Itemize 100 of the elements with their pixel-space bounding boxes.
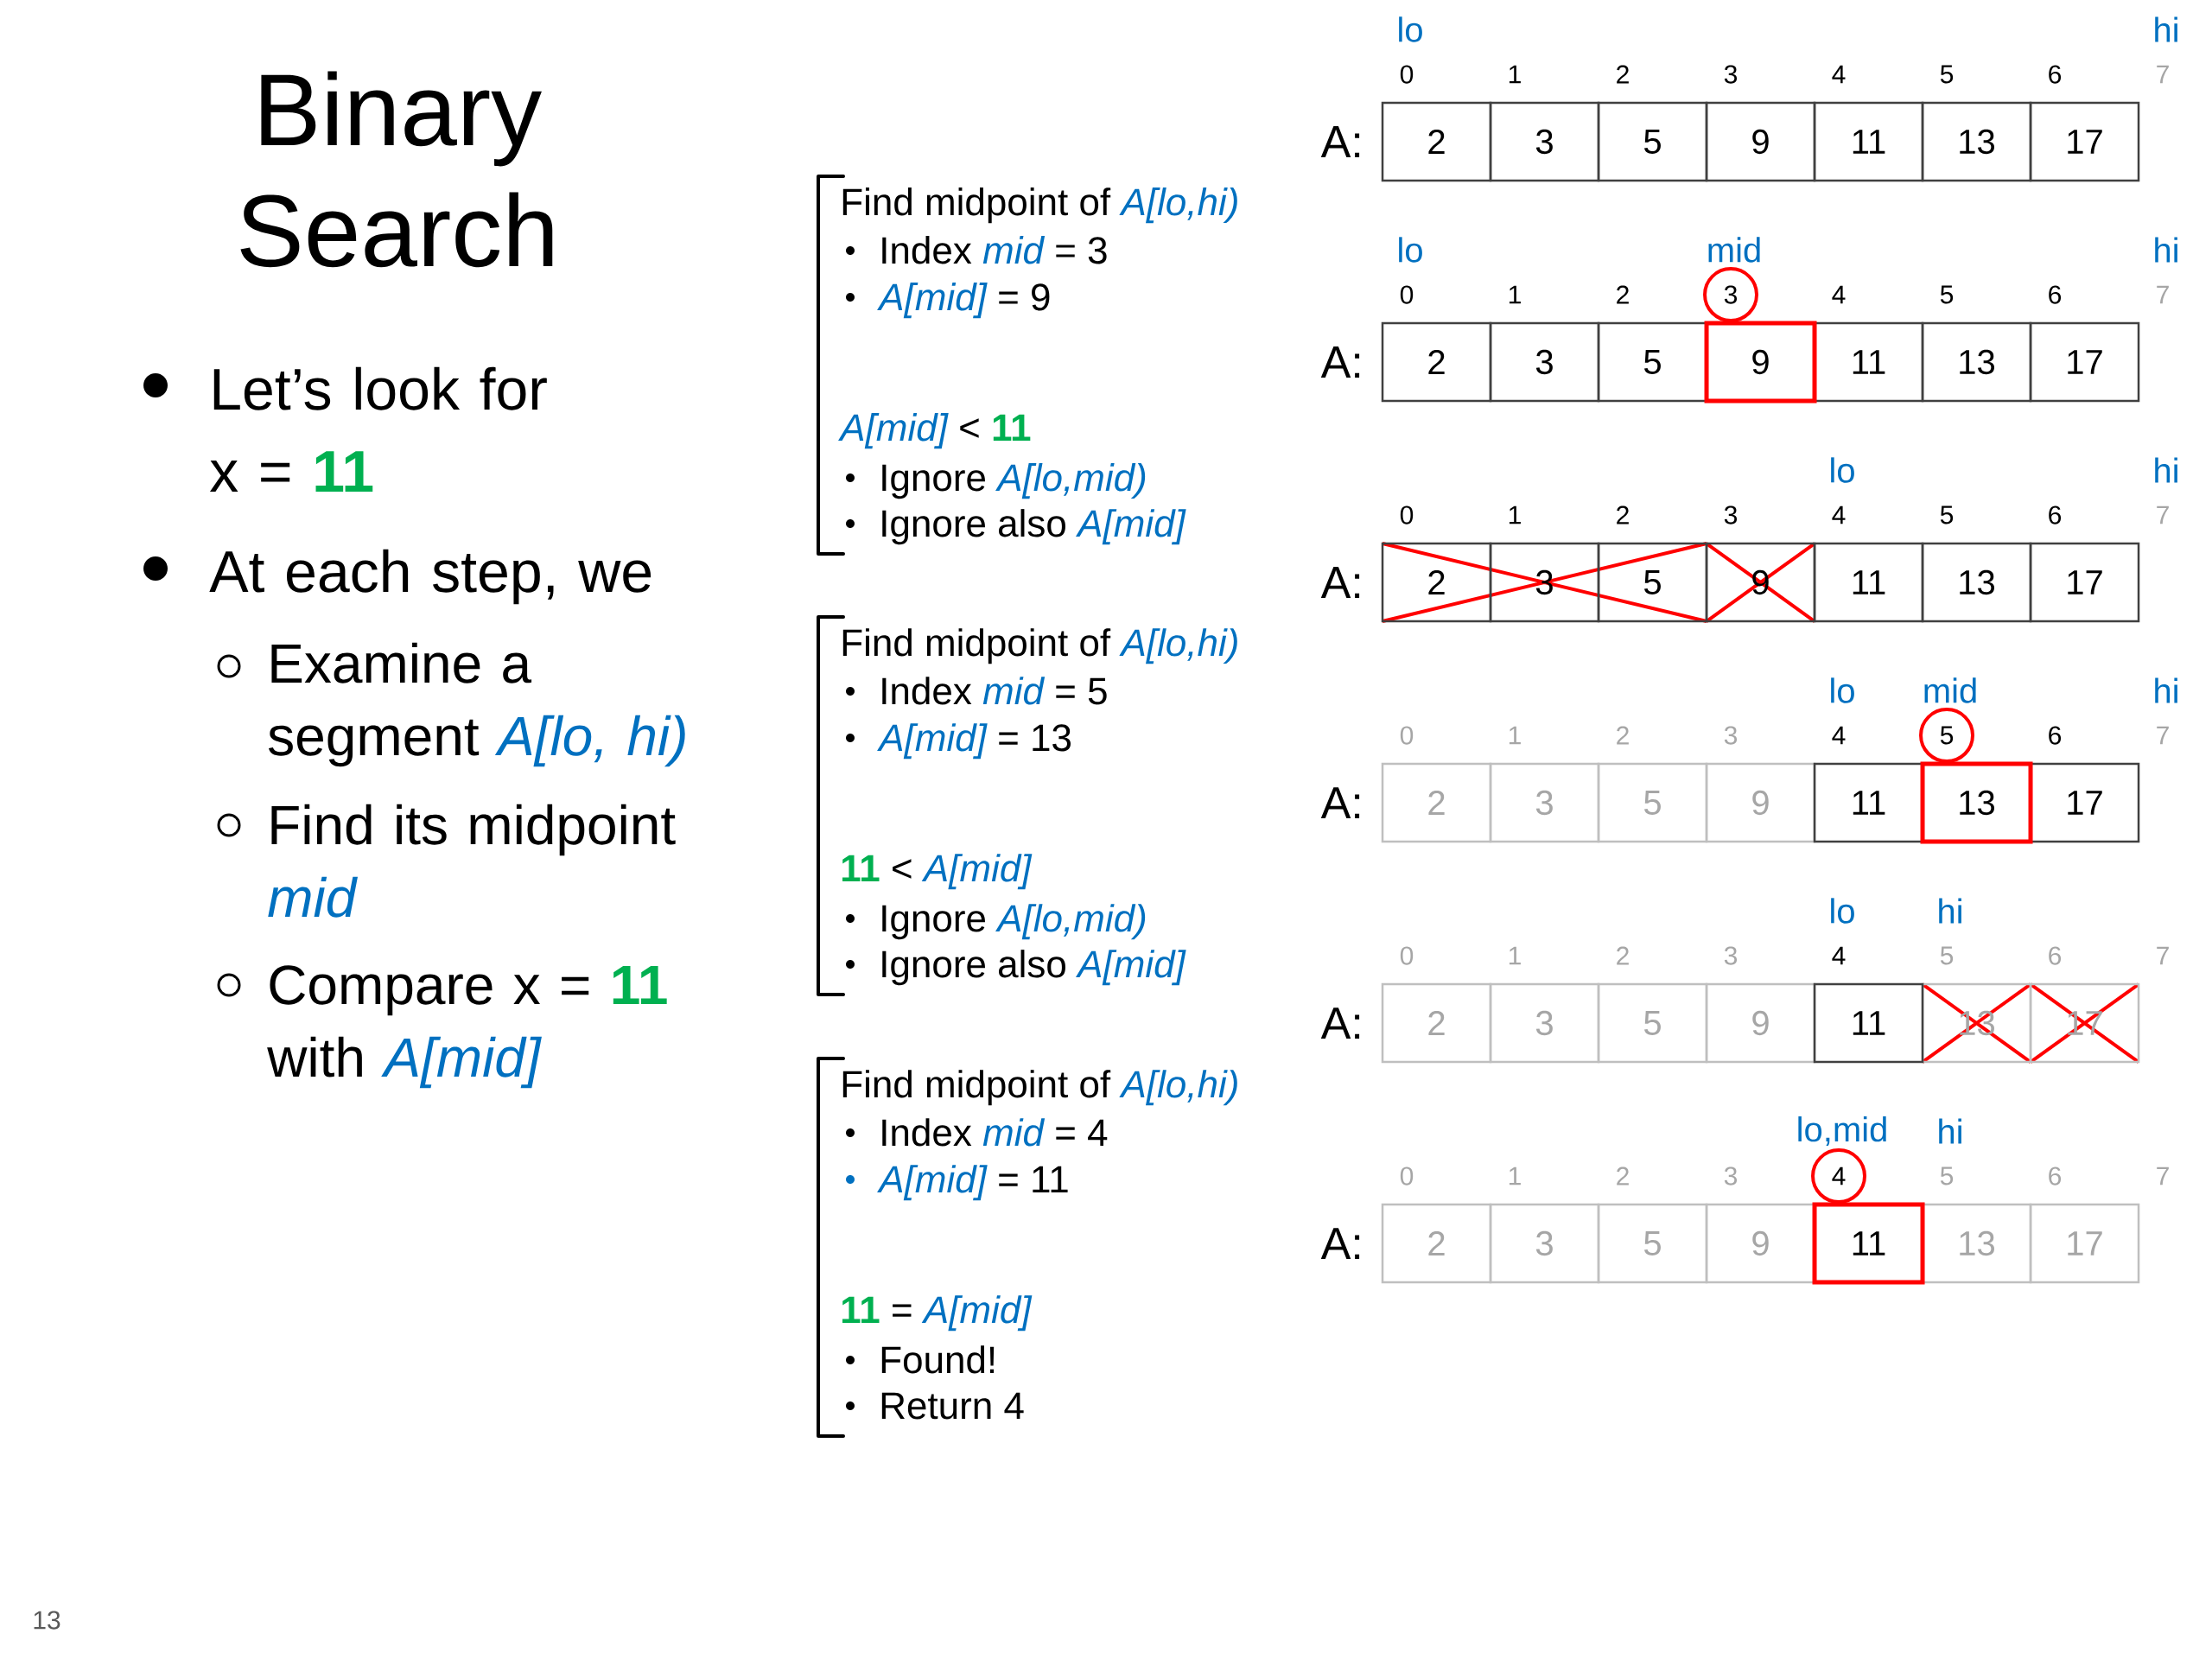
index-label: 6	[2049, 285, 2062, 304]
bullet-text: Found!	[881, 1345, 995, 1374]
index-label: 2	[1617, 1166, 1629, 1185]
array-cell: 11	[1813, 982, 1924, 1064]
index-label: 3	[1724, 505, 1738, 524]
pointer-label: hi	[2155, 677, 2177, 703]
page-number: 13	[34, 1611, 60, 1630]
array-cell: 9	[1705, 982, 1816, 1064]
array-cell: 2	[1381, 101, 1492, 182]
comparison-heading: 11 = A[mid]	[842, 1295, 1033, 1332]
index-label: 6	[2049, 946, 2062, 965]
highlighted-cell: 11	[1812, 1202, 1925, 1285]
bullet-text: Ignore A[lo,mid)	[882, 463, 1146, 499]
pointer-label: lo,mid	[1798, 1116, 1886, 1147]
pointer-label: hi	[1939, 1118, 1961, 1144]
array-label: A:	[1320, 346, 1360, 378]
array-cell: 17	[2029, 101, 2140, 182]
slide-title: Binary Search	[240, 71, 553, 268]
array-label: A:	[1320, 1228, 1360, 1259]
array-cell: 17	[2029, 762, 2140, 843]
array-cell: 3	[1489, 101, 1600, 182]
bullet-text: A[mid] = 9	[877, 283, 1050, 319]
array-cell: 9	[1705, 762, 1816, 843]
index-label: 1	[1509, 1166, 1521, 1185]
comparison-heading: A[mid] < 11	[838, 413, 1031, 449]
array-cell: 2	[1381, 542, 1492, 623]
index-label: 1	[1509, 505, 1521, 524]
array-cell: 13	[1921, 542, 2032, 623]
index-label: 4	[1832, 285, 1846, 304]
index-label: 1	[1509, 726, 1521, 745]
array-cell: 9	[1705, 101, 1816, 182]
index-label: 6	[2049, 726, 2062, 745]
array-cell: 2	[1381, 321, 1492, 403]
index-label: 3	[1724, 726, 1738, 745]
bullet-text: A[mid] = 11	[877, 1165, 1068, 1201]
index-label: 6	[2049, 65, 2062, 84]
array-cell: 11	[1813, 762, 1924, 843]
bullet-text: Index mid = 4	[882, 1118, 1108, 1147]
index-label: 2	[1617, 505, 1629, 524]
comparison-heading: 11 < A[mid]	[842, 854, 1033, 890]
array-cell: 5	[1597, 101, 1708, 182]
pointer-label: hi	[2155, 237, 2177, 263]
array-cell: 11	[1813, 321, 1924, 403]
step-heading: Find midpoint of A[lo,hi)	[842, 628, 1237, 664]
index-label: 5	[1940, 65, 1954, 84]
pointer-label: hi	[2155, 457, 2177, 483]
index-label: 5	[1940, 946, 1954, 965]
index-label: 2	[1617, 946, 1629, 965]
array-label: A:	[1320, 567, 1360, 598]
index-label: 5	[1940, 1166, 1954, 1185]
bullet-text: At each step, we	[209, 549, 652, 605]
step-heading: Find midpoint of A[lo,hi)	[842, 1070, 1237, 1106]
index-label: 1	[1509, 65, 1521, 84]
index-label: 2	[1617, 65, 1629, 84]
index-label: 6	[2049, 1166, 2062, 1185]
index-label: 7	[2157, 1166, 2169, 1185]
pointer-label: lo	[1399, 237, 1422, 263]
index-label: 2	[1617, 726, 1629, 745]
bullet-text: Let’s look for x = 11	[209, 366, 547, 492]
array-cell: 3	[1489, 1203, 1600, 1284]
bullet-text: Ignore also A[mid]	[882, 950, 1186, 986]
array-cell: 5	[1597, 762, 1708, 843]
array-cell: 13	[1921, 101, 2032, 182]
index-label: 4	[1832, 65, 1846, 84]
bullet-text: Index mid = 5	[882, 677, 1107, 705]
array-label: A:	[1320, 126, 1360, 157]
index-label: 4	[1832, 726, 1846, 745]
array-label: A:	[1320, 787, 1360, 818]
index-label: 7	[2157, 726, 2169, 745]
pointer-label: hi	[2155, 16, 2177, 42]
step-heading: Find midpoint of A[lo,hi)	[842, 188, 1237, 224]
array-cell: 3	[1489, 762, 1600, 843]
index-label: 3	[1724, 1166, 1738, 1185]
array-cell: 5	[1597, 321, 1708, 403]
index-label: 3	[1724, 65, 1738, 84]
bullet-text: Return 4	[881, 1392, 1024, 1420]
array-cell: 11	[1813, 542, 1924, 623]
array-cell: 17	[2029, 1203, 2140, 1284]
bullet-text: Compare x = 11 with A[mid]	[267, 965, 667, 1089]
index-label: 3	[1724, 946, 1738, 965]
bullet-text: Index mid = 3	[882, 236, 1107, 264]
pointer-label: lo	[1831, 898, 1854, 924]
index-label: 7	[2157, 946, 2169, 965]
array-cell: 2	[1381, 762, 1492, 843]
array-cell: 13	[1921, 1203, 2032, 1284]
pointer-label: mid	[1708, 237, 1760, 263]
circled-index: 4	[1811, 1148, 1866, 1204]
array-cell: 3	[1489, 982, 1600, 1064]
array-cell: 9	[1705, 1203, 1816, 1284]
array-cell: 2	[1381, 982, 1492, 1064]
index-label: 7	[2157, 505, 2169, 524]
index-label: 2	[1617, 285, 1629, 304]
circled-index: 5	[1919, 708, 1975, 763]
array-label: A:	[1320, 1007, 1360, 1039]
array-cell: 2	[1381, 1203, 1492, 1284]
index-label: 7	[2157, 65, 2169, 84]
bullet-text: Ignore also A[mid]	[882, 509, 1186, 545]
bullet-text: Find its midpoint mid	[268, 804, 676, 918]
circled-index: 3	[1703, 267, 1758, 322]
pointer-label: lo	[1831, 457, 1854, 483]
